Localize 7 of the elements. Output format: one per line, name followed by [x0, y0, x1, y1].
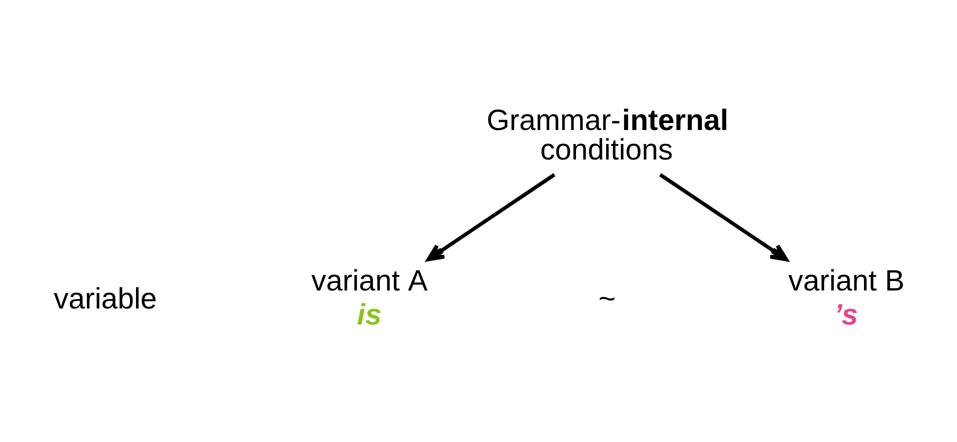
label: ~ [598, 282, 616, 315]
label: variable [54, 282, 157, 315]
node-text: variant B ’s [788, 264, 905, 332]
node-text: Grammar-internal conditions [486, 104, 728, 166]
arrow [659, 172, 788, 261]
node-text: variant A is [311, 264, 428, 332]
arrow [426, 172, 556, 261]
